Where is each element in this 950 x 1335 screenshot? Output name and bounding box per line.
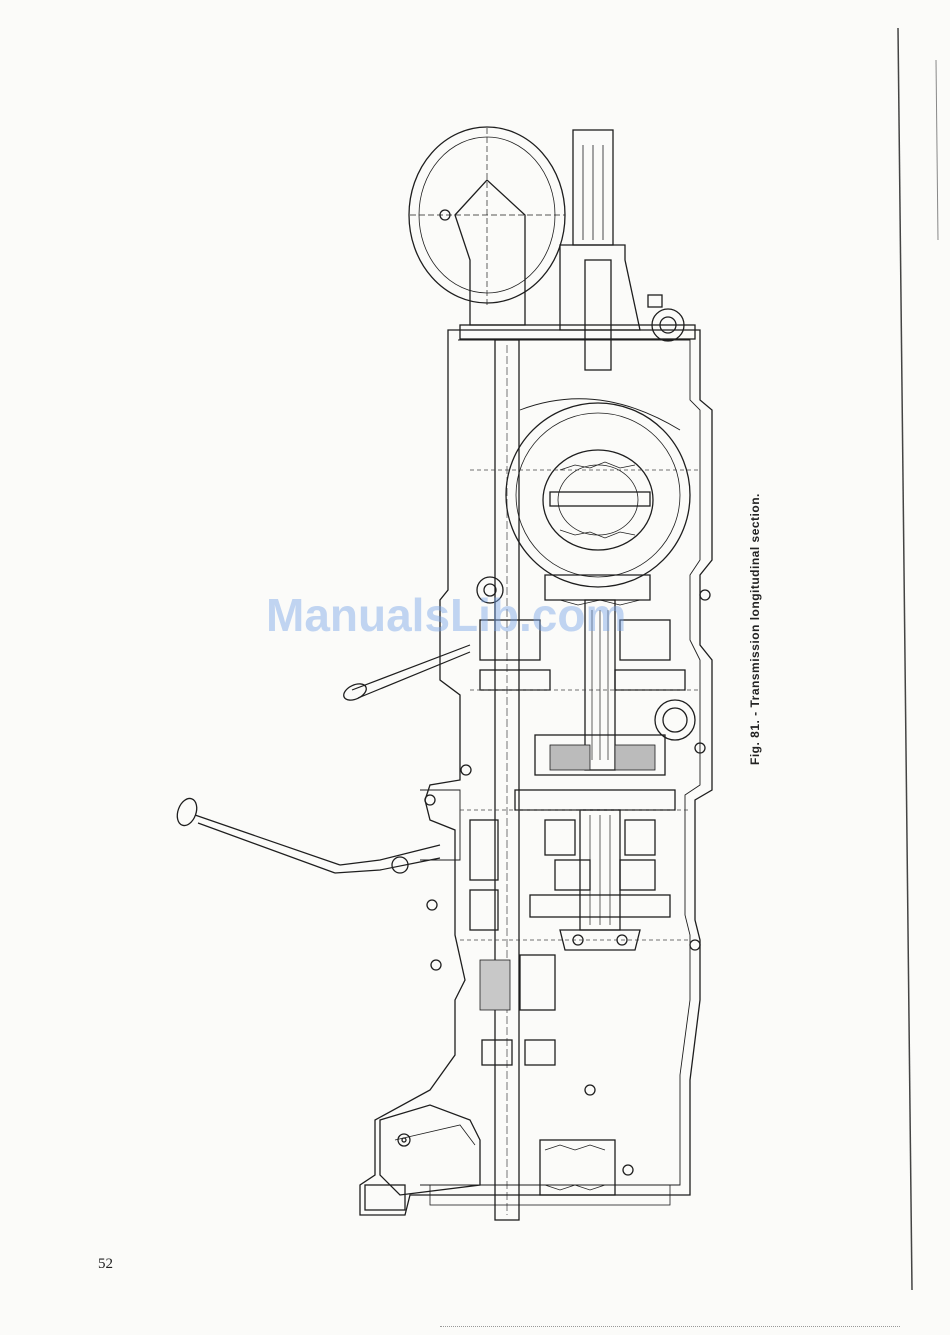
scan-artifact bbox=[440, 1326, 900, 1329]
figure-caption: Fig. 81. - Transmission longitudinal sec… bbox=[748, 505, 768, 765]
watermark: ManualsLib.com bbox=[266, 588, 626, 642]
page-number: 52 bbox=[98, 1256, 113, 1273]
